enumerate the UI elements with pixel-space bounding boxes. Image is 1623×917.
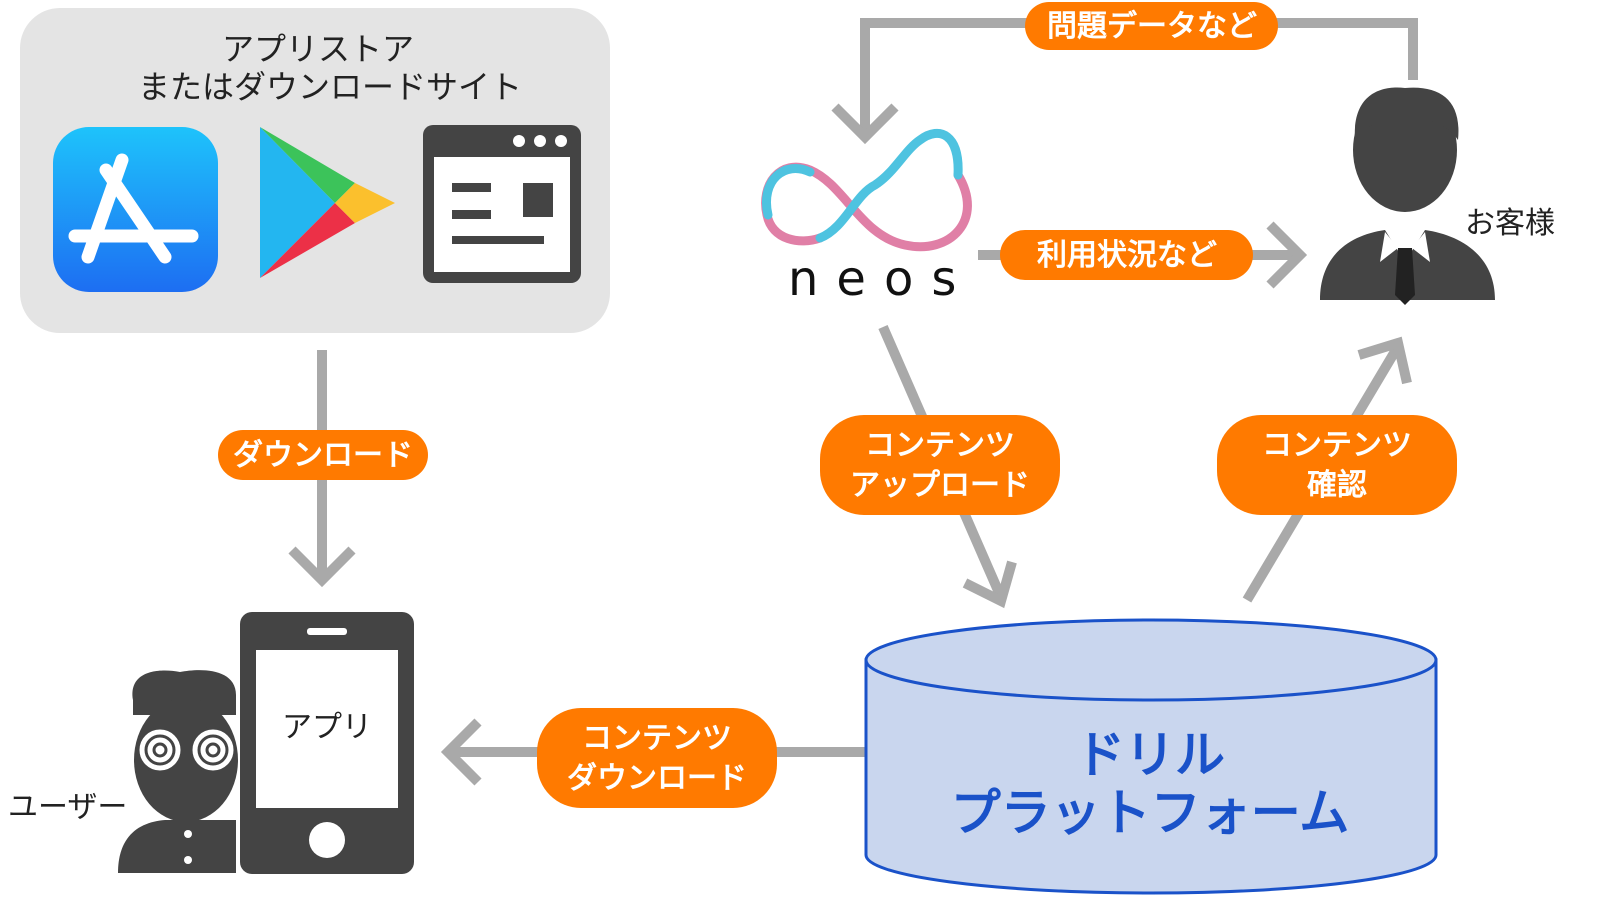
user-label: ユーザー — [8, 790, 127, 825]
glasses-icon — [136, 726, 237, 774]
neos-logo: neos — [761, 128, 974, 307]
pill-content-upload-label-2: アップロード — [850, 468, 1030, 503]
store-box-title-line1: アプリストア — [222, 30, 414, 68]
pill-content-check-label-1: コンテンツ — [1262, 428, 1412, 463]
pill-usage-status-label: 利用状況など — [1037, 238, 1217, 273]
customer-icon — [1320, 87, 1495, 305]
store-box-title-line2: またはダウンロードサイト — [138, 68, 522, 106]
pill-content-check: コンテンツ 確認 — [1217, 415, 1457, 515]
pill-content-check-label-2: 確認 — [1307, 468, 1367, 503]
pill-content-download-label-2: ダウンロード — [567, 761, 747, 796]
pill-content-download-label-1: コンテンツ — [582, 721, 732, 756]
google-play-icon — [260, 127, 395, 278]
app-label: アプリ — [282, 710, 372, 745]
drill-platform-label-2: プラットフォーム — [951, 784, 1350, 842]
pill-content-upload-label-1: コンテンツ — [865, 428, 1015, 463]
web-browser-icon — [423, 125, 581, 283]
app-store-icon — [53, 127, 218, 292]
user-icon — [118, 670, 238, 873]
customer-label: お客様 — [1465, 206, 1555, 241]
upload-arrow-head — [962, 560, 1017, 609]
usage-arrow-head — [1266, 221, 1308, 289]
pill-problem-data: 問題データなど — [1025, 2, 1278, 50]
problem-data-arrow-head — [831, 103, 899, 145]
smartphone-icon: アプリ — [240, 612, 414, 874]
check-arrow-head — [1357, 336, 1412, 385]
drill-platform-label-1: ドリル — [1075, 726, 1225, 784]
drill-platform-cylinder: ドリル プラットフォーム — [864, 618, 1438, 895]
pill-download-label: ダウンロード — [233, 438, 413, 473]
neos-logo-text: neos — [788, 251, 974, 307]
content-download-arrow-head — [440, 718, 482, 786]
pill-content-upload: コンテンツ アップロード — [820, 415, 1060, 515]
download-arrow-head — [288, 546, 356, 588]
pill-usage-status: 利用状況など — [1000, 230, 1253, 280]
pill-download: ダウンロード — [218, 430, 428, 480]
pill-content-download: コンテンツ ダウンロード — [537, 708, 777, 808]
store-box: アプリストア またはダウンロードサイト — [20, 8, 610, 333]
pill-problem-data-label: 問題データなど — [1047, 9, 1257, 44]
